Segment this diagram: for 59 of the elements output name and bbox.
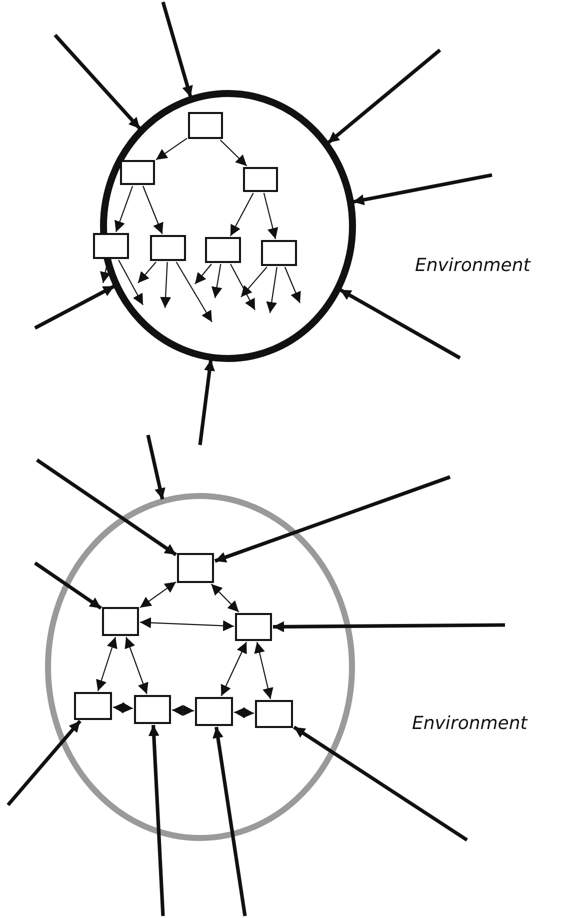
process-box [195,697,233,726]
arrow [284,266,301,304]
arrow [230,192,254,236]
arrow [146,434,166,500]
arrow [6,720,82,806]
label-text: Environment [415,255,530,276]
arrow [36,458,178,556]
arrow [212,726,247,916]
arrow [220,642,247,696]
process-box [177,553,214,583]
process-box [120,160,155,185]
arrow [211,264,222,298]
arrow [142,186,164,234]
arrow [118,260,144,306]
arrow [210,584,240,612]
arrow [156,138,188,160]
process-box [134,695,171,724]
process-box [74,692,112,720]
process-box [235,613,272,641]
arrow [254,642,274,700]
arrow [140,581,176,608]
process-box [255,700,293,728]
arrow [266,266,278,314]
arrow [352,173,492,206]
process-box [205,237,241,263]
arrow [176,262,212,322]
arrow [339,288,461,360]
arrow [34,562,102,610]
arrow [214,475,451,563]
arrow [198,360,215,446]
arrow [263,192,278,240]
arrow [272,621,506,632]
process-box [261,240,297,266]
arrow [220,140,248,166]
arrow [112,702,134,714]
arrow [140,617,234,632]
arrow [194,264,212,284]
process-box [243,167,278,192]
arrow [160,262,172,308]
arrow [34,284,116,330]
arrow [114,186,134,232]
arrow [138,262,156,284]
process-box [102,607,139,636]
boundary-circle [45,493,355,841]
label-text: Environment [412,713,528,734]
arrow [148,724,165,916]
arrow [161,2,193,98]
arrow [124,636,148,694]
arrow [54,34,142,130]
arrow [293,726,468,842]
arrow [230,264,256,310]
arrow [326,48,442,144]
arrow [96,636,118,692]
arrow [234,707,254,718]
arrow [172,704,194,716]
process-box [150,235,186,261]
process-box [93,233,129,259]
process-box [188,112,223,139]
arrow [240,266,268,298]
